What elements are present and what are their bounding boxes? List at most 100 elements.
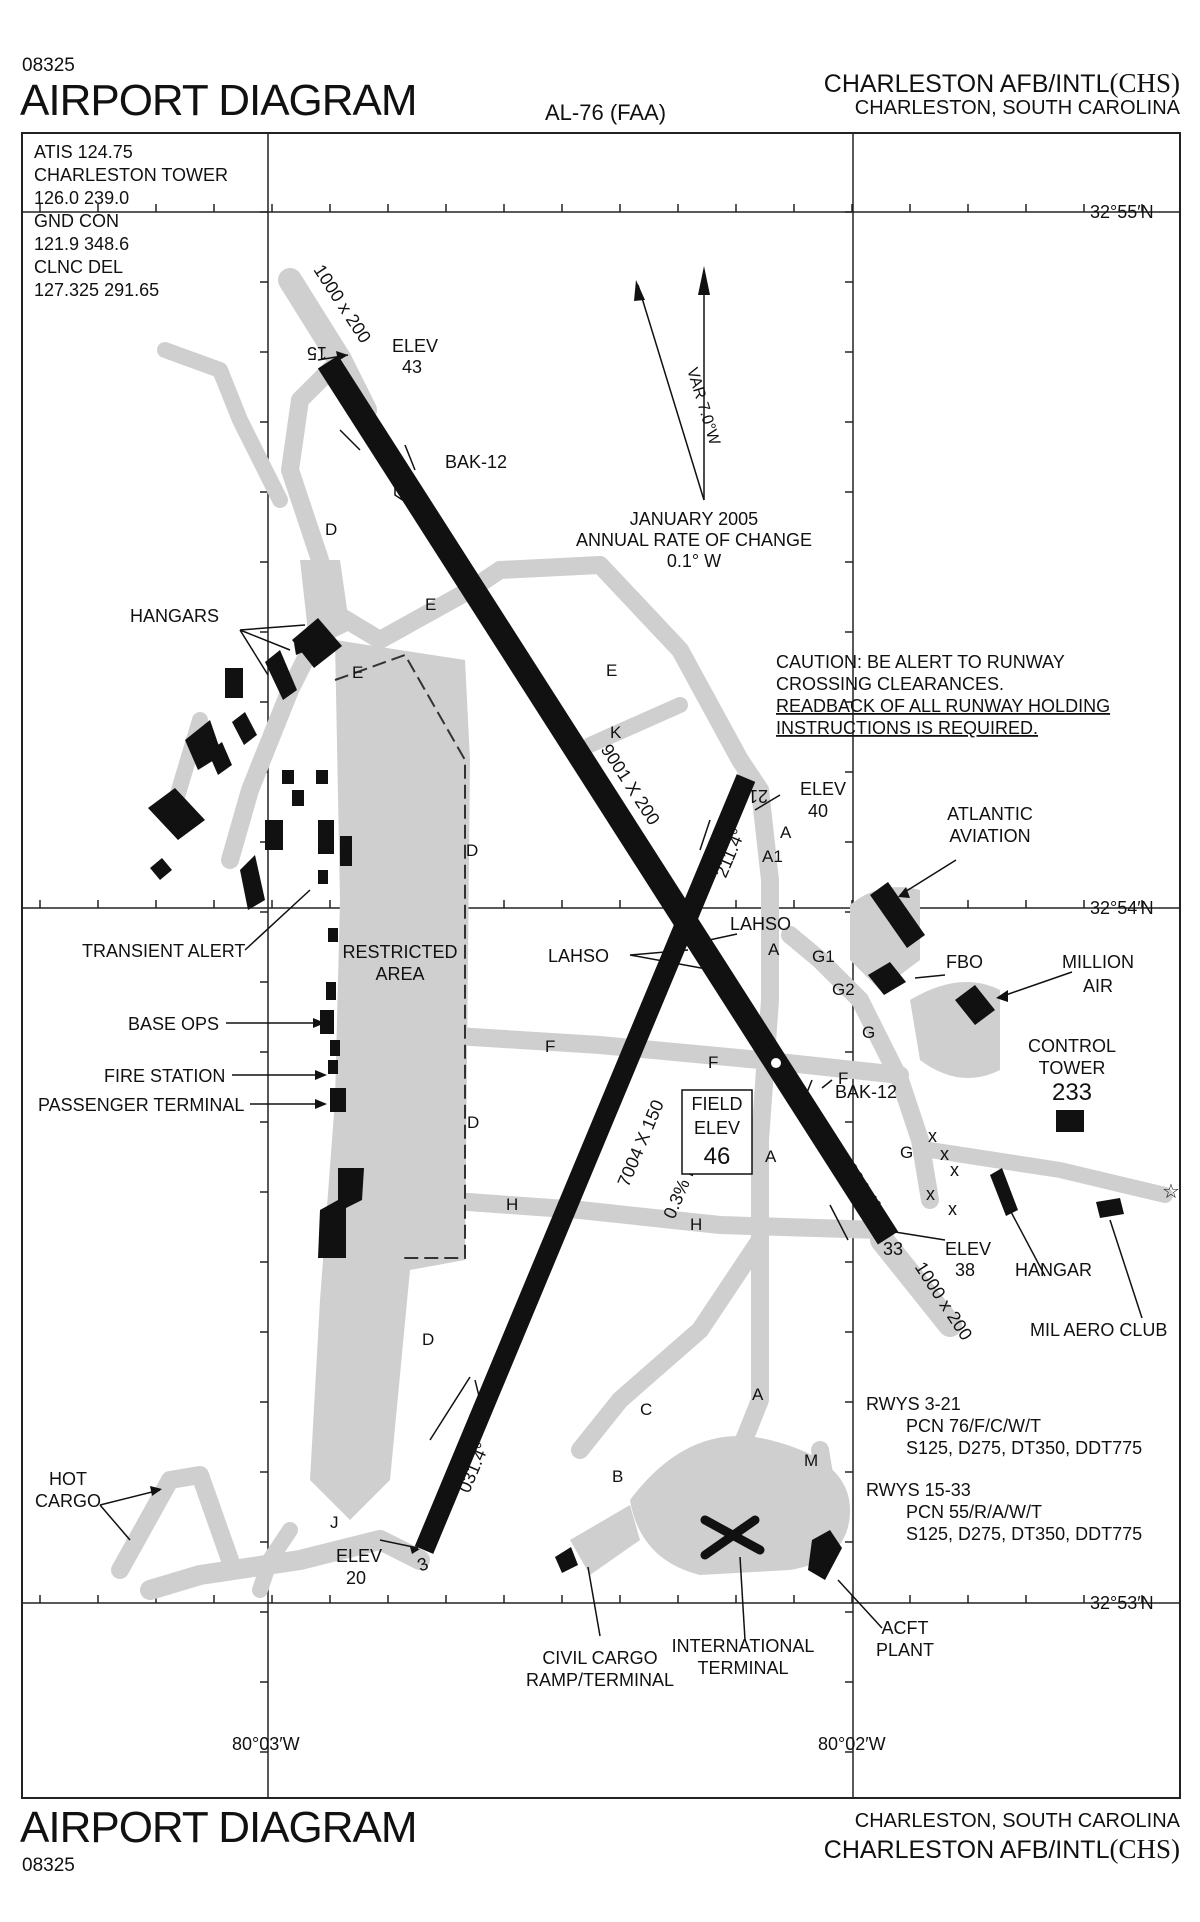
acft-plant-leader [837, 1579, 883, 1629]
atlantic-aviation-bldg [870, 882, 925, 948]
fbo-bldg [868, 962, 906, 995]
restricted-area-ramp [310, 640, 470, 1520]
lahso-left-label: LAHSO [548, 946, 609, 966]
twy-g2: G2 [832, 980, 855, 999]
building-f [282, 770, 294, 784]
twy-h-2: H [690, 1215, 702, 1234]
fbo-leader [914, 974, 946, 979]
arrowheads [150, 351, 1008, 1554]
twy-e-2: E [352, 663, 363, 682]
runway-3-21 [414, 774, 756, 1554]
variation-rate-line1: ANNUAL RATE OF CHANGE [576, 530, 812, 550]
field-elev-line1: FIELD [691, 1094, 742, 1114]
arresting-gear-marker [771, 1058, 781, 1068]
twy-d-3: D [467, 1113, 479, 1132]
elev40-caption: ELEV [800, 779, 846, 799]
twy-a-1: A [780, 823, 792, 842]
rwy21-end-label: 21 [748, 786, 768, 806]
taxiway-k-link [252, 1522, 298, 1598]
arrowhead-million [996, 990, 1008, 1002]
civil-cargo-bldg [555, 1547, 578, 1573]
building-n [326, 982, 336, 1000]
graticule [22, 133, 1180, 1798]
civil-cargo-label-1: CIVIL CARGO [542, 1648, 657, 1668]
transient-alert-bldg [318, 820, 334, 854]
twy-a-3: A [765, 1147, 777, 1166]
twy-f-2: F [708, 1053, 718, 1072]
slope-arrow [474, 1379, 481, 1401]
civil-cargo-apron [570, 1505, 640, 1575]
bak12-south-label: BAK-12 [835, 1082, 897, 1102]
taxiway-k-south [140, 1530, 430, 1600]
bak12-north-leader [394, 470, 411, 506]
caution-line2: CROSSING CLEARANCES. [776, 674, 1004, 694]
caution-line4: INSTRUCTIONS IS REQUIRED. [776, 718, 1038, 738]
x-mark-5: x [948, 1199, 957, 1219]
twy-a-2: A [768, 940, 780, 959]
pcn-weights-b: S125, D275, DT350, DDT775 [906, 1524, 1142, 1544]
atlantic-label-2: AVIATION [949, 826, 1030, 846]
million-air-label-2: AIR [1083, 976, 1113, 996]
variation-rate-line2: 0.1° W [667, 551, 721, 571]
twy-d-4: D [422, 1330, 434, 1349]
mag-north-arrowhead [634, 280, 645, 301]
page-title: AIRPORT DIAGRAM [20, 76, 418, 125]
leaders [99, 354, 1143, 1641]
hangar-leader [1009, 1209, 1046, 1277]
diagram-frame [21, 132, 1181, 1799]
fire-station-label: FIRE STATION [104, 1066, 225, 1086]
bak12-north-arrow [404, 444, 416, 471]
obstruction-marks: x x x x x [926, 1126, 959, 1219]
restricted-area-label-2: AREA [375, 964, 424, 984]
acft-plant-label-1: ACFT [882, 1618, 929, 1638]
freq-line-2: 126.0 239.0 [34, 188, 129, 208]
footer-city-state: CHARLESTON, SOUTH CAROLINA [854, 1810, 1180, 1832]
caution-line3: READBACK OF ALL RUNWAY HOLDING [776, 696, 1110, 716]
lahso-right-label: LAHSO [730, 914, 791, 934]
twy-g-1: G [862, 1023, 875, 1042]
international-terminal-bldg [700, 1515, 765, 1560]
taxiway-f [431, 1026, 909, 1084]
fire-station-bldg [330, 1040, 340, 1056]
arrowhead-atlantic [898, 887, 910, 898]
building-a [232, 712, 257, 745]
arrowhead-elev20 [410, 1547, 420, 1554]
chart-number: 08325 [22, 55, 75, 76]
lon-02-label: 80°02′W [818, 1734, 886, 1754]
freq-line-3: GND CON [34, 211, 119, 231]
taxiway-j [582, 697, 688, 753]
variation-epoch: JANUARY 2005 [630, 509, 758, 529]
taxiways [111, 268, 1173, 1600]
taxiway-c [571, 1231, 769, 1459]
passenger-terminal-label: PASSENGER TERMINAL [38, 1095, 244, 1115]
restricted-area-boundary [334, 653, 466, 1259]
acft-plant-bldg [808, 1530, 842, 1580]
mil-aero-club-label: MIL AERO CLUB [1030, 1320, 1167, 1340]
transient-alert-leader [244, 889, 311, 951]
footer-airport-block: CHARLESTON AFB/INTL(CHS) [824, 1834, 1180, 1865]
twy-a1: A1 [762, 847, 783, 866]
true-north-arrowhead [698, 266, 710, 295]
pcn-rwy-a: RWYS 3-21 [866, 1394, 961, 1414]
x-mark-3: x [950, 1160, 959, 1180]
fbo-label: FBO [946, 952, 983, 972]
building-m [328, 928, 338, 942]
building-h [292, 790, 304, 806]
arrowhead-pax [315, 1099, 327, 1109]
elev40-leader [754, 794, 781, 811]
hdg-334-arrow [829, 1204, 849, 1241]
twy-k: J [330, 1513, 339, 1532]
international-terminal-apron [630, 1436, 850, 1575]
grid-ticks [39, 204, 1143, 1753]
elev38-caption: ELEV [945, 1239, 991, 1259]
building-c [208, 742, 232, 775]
twy-g-2: G [900, 1143, 913, 1162]
hdg-031-arrow [429, 1376, 471, 1441]
taxiway-e-west [321, 561, 509, 649]
intl-terminal-leader [739, 1556, 746, 1641]
elev40-value: 40 [808, 801, 828, 821]
arrowhead-base-ops [313, 1018, 325, 1028]
twy-d-1: D [325, 520, 337, 539]
freq-line-6: 127.325 291.65 [34, 280, 159, 300]
